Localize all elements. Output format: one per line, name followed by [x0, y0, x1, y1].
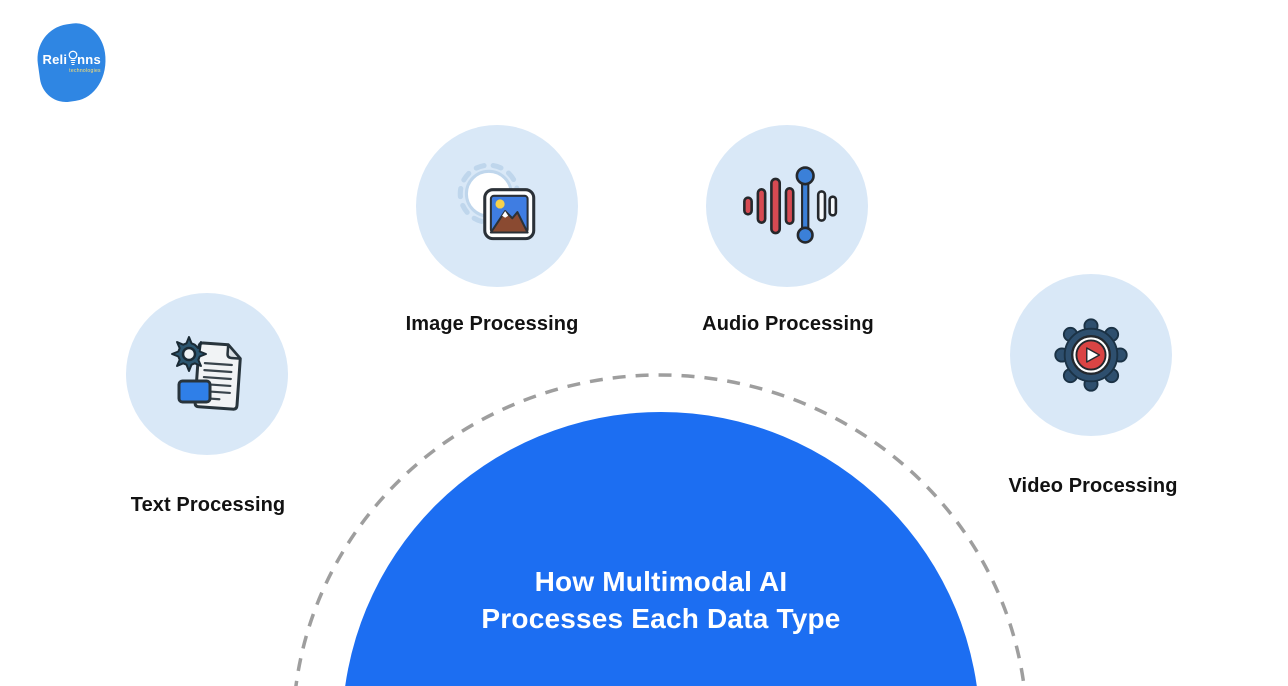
document-gear-icon: [171, 336, 242, 411]
node-circle-audio-processing: [706, 125, 868, 287]
node-label-audio-processing: Audio Processing: [702, 313, 874, 335]
node-label-video-processing: Video Processing: [1008, 475, 1178, 497]
lightbulb-icon: [68, 50, 77, 66]
dashed-ring: [294, 373, 1026, 686]
node-label-image-processing: Image Processing: [405, 313, 579, 335]
node-circle-video-processing: [1010, 274, 1172, 436]
relinns-logo: Reli nns technologies: [32, 19, 112, 106]
photo-gear-icon: [457, 162, 536, 241]
logo-brand-text: Reli nns: [42, 50, 101, 67]
infographic-title-line2: Processes Each Data Type: [481, 603, 841, 634]
logo-brand-suffix: nns: [76, 51, 101, 67]
node-label-text-processing: Text Processing: [130, 494, 286, 516]
infographic-title-line1: How Multimodal AI: [534, 566, 788, 597]
center-semicircle: [345, 412, 977, 686]
logo-subtitle: technologies: [69, 67, 102, 74]
node-circle-text-processing: [126, 293, 288, 455]
video-play-gear-icon: [1054, 318, 1128, 392]
logo-brand-prefix: Reli: [42, 51, 67, 67]
node-circle-image-processing: [416, 125, 578, 287]
audio-waveform-icon: [743, 166, 838, 244]
infographic-title: How Multimodal AI Processes Each Data Ty…: [361, 563, 961, 637]
